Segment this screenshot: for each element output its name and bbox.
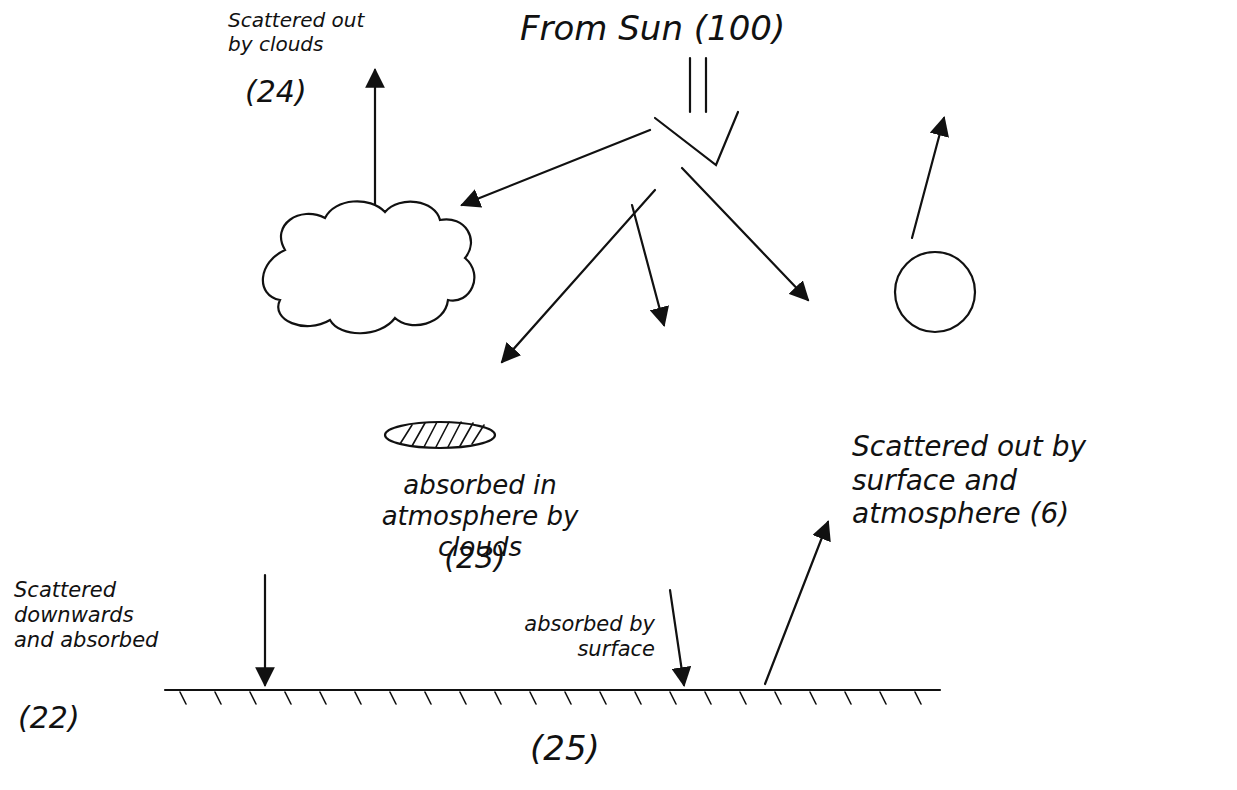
flow-label: Scattered out by surface and atmosphere … [852,430,1122,531]
flow-label: Scattered downwards and absorbed [14,578,174,654]
flow-label: absorbed by surface [515,612,655,662]
particle-circle [895,252,975,332]
ray-arrow [682,168,808,300]
flow-label: Scattered out by clouds [228,8,368,56]
ray-arrow [765,522,828,684]
sun-ray [705,58,707,112]
cloud-shape [263,201,474,333]
split-mark [655,112,738,165]
ground-line [165,689,940,691]
ray-arrow [632,205,664,325]
ground-hatching [180,692,921,704]
flow-value: (24) [245,74,345,110]
ray-arrow [502,190,655,362]
ray-arrow [264,575,266,685]
flow-value: (23) [430,540,520,576]
ray-arrow [462,130,650,205]
ray-arrow [374,70,376,205]
title-label: From Sun (100) [520,8,880,49]
absorbing-layer [385,422,495,448]
flow-value: (25) [530,728,630,769]
sun-ray [689,58,691,112]
ray-arrow [912,118,944,238]
ray-arrow [670,590,684,685]
flow-value: (22) [18,700,108,736]
